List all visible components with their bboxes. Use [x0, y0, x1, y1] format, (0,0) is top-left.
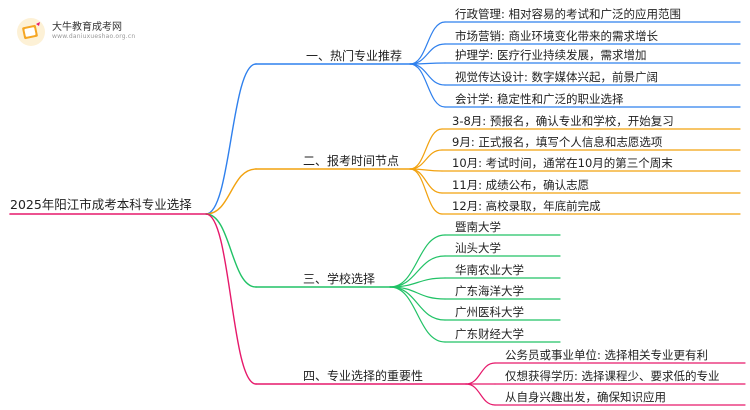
leaf-item: 暨南大学: [455, 220, 501, 234]
leaf-connector: [409, 128, 443, 170]
leaf-item: 汕头大学: [455, 241, 501, 255]
leaf-item: 护理学: 医疗行业持续发展，需求增加: [455, 48, 647, 62]
leaf-connector: [409, 63, 446, 108]
leaf-item: 11月: 成绩公布，确认志愿: [452, 178, 590, 192]
leaf-connector: [409, 149, 443, 170]
root-topic: 2025年阳江市成考本科专业选择: [10, 197, 192, 212]
leaf-connector: [465, 362, 496, 385]
leaf-item: 12月: 高校录取，年底前完成: [452, 199, 601, 213]
leaf-connector: [389, 286, 446, 343]
leaf-item: 行政管理: 相对容易的考试和广泛的应用范围: [455, 7, 682, 21]
leaf-item: 10月: 考试时间，通常在10月的第三个周末: [452, 156, 673, 170]
leaf-connector: [465, 383, 496, 406]
branch-school-choice: 三、学校选择: [303, 272, 376, 286]
connector-lines: [9, 21, 746, 406]
leaf-item: 广东财经大学: [455, 327, 524, 341]
leaf-item: 市场营销: 商业环境变化带来的需求增长: [455, 29, 659, 43]
leaf-item: 广东海洋大学: [455, 284, 524, 298]
branch-connector: [205, 213, 257, 385]
branch-major-importance: 四、专业选择的重要性: [303, 369, 424, 383]
leaf-item: 9月: 正式报名，填写个人信息和志愿选项: [452, 135, 663, 149]
leaf-item: 3-8月: 预报名，确认专业和学校，开始复习: [452, 114, 674, 128]
leaf-item: 公务员或事业单位: 选择相关专业更有利: [505, 348, 709, 362]
branch-connector: [205, 63, 257, 215]
branch-exam-timeline: 二、报考时间节点: [303, 154, 400, 168]
book-icon: [17, 18, 45, 46]
leaf-item: 会计学: 稳定性和广泛的职业选择: [455, 92, 624, 106]
branch-hot-majors: 一、热门专业推荐: [306, 49, 403, 63]
leaf-connector: [409, 168, 443, 194]
leaf-connector: [409, 43, 446, 65]
leaf-connector: [409, 63, 446, 86]
leaf-item: 华南农业大学: [455, 263, 524, 277]
leaf-connector: [409, 21, 446, 65]
leaf-connector: [409, 168, 443, 215]
logo-title: 大牛教育成考网: [52, 22, 122, 33]
leaf-item: 视觉传达设计: 数字媒体兴起，前景广阔: [455, 70, 659, 84]
branch-connector: [205, 168, 257, 215]
site-logo: 大牛教育成考网 www.daniuxueshao.org.cn: [16, 17, 156, 47]
logo-url: www.daniuxueshao.org.cn: [52, 33, 136, 40]
branch-connector: [205, 213, 257, 288]
leaf-item: 仅想获得学历: 选择课程少、要求低的专业: [505, 369, 720, 383]
leaf-item: 广州医科大学: [455, 305, 524, 319]
leaf-connector: [389, 234, 446, 288]
leaf-item: 从自身兴趣出发，确保知识应用: [505, 390, 666, 404]
